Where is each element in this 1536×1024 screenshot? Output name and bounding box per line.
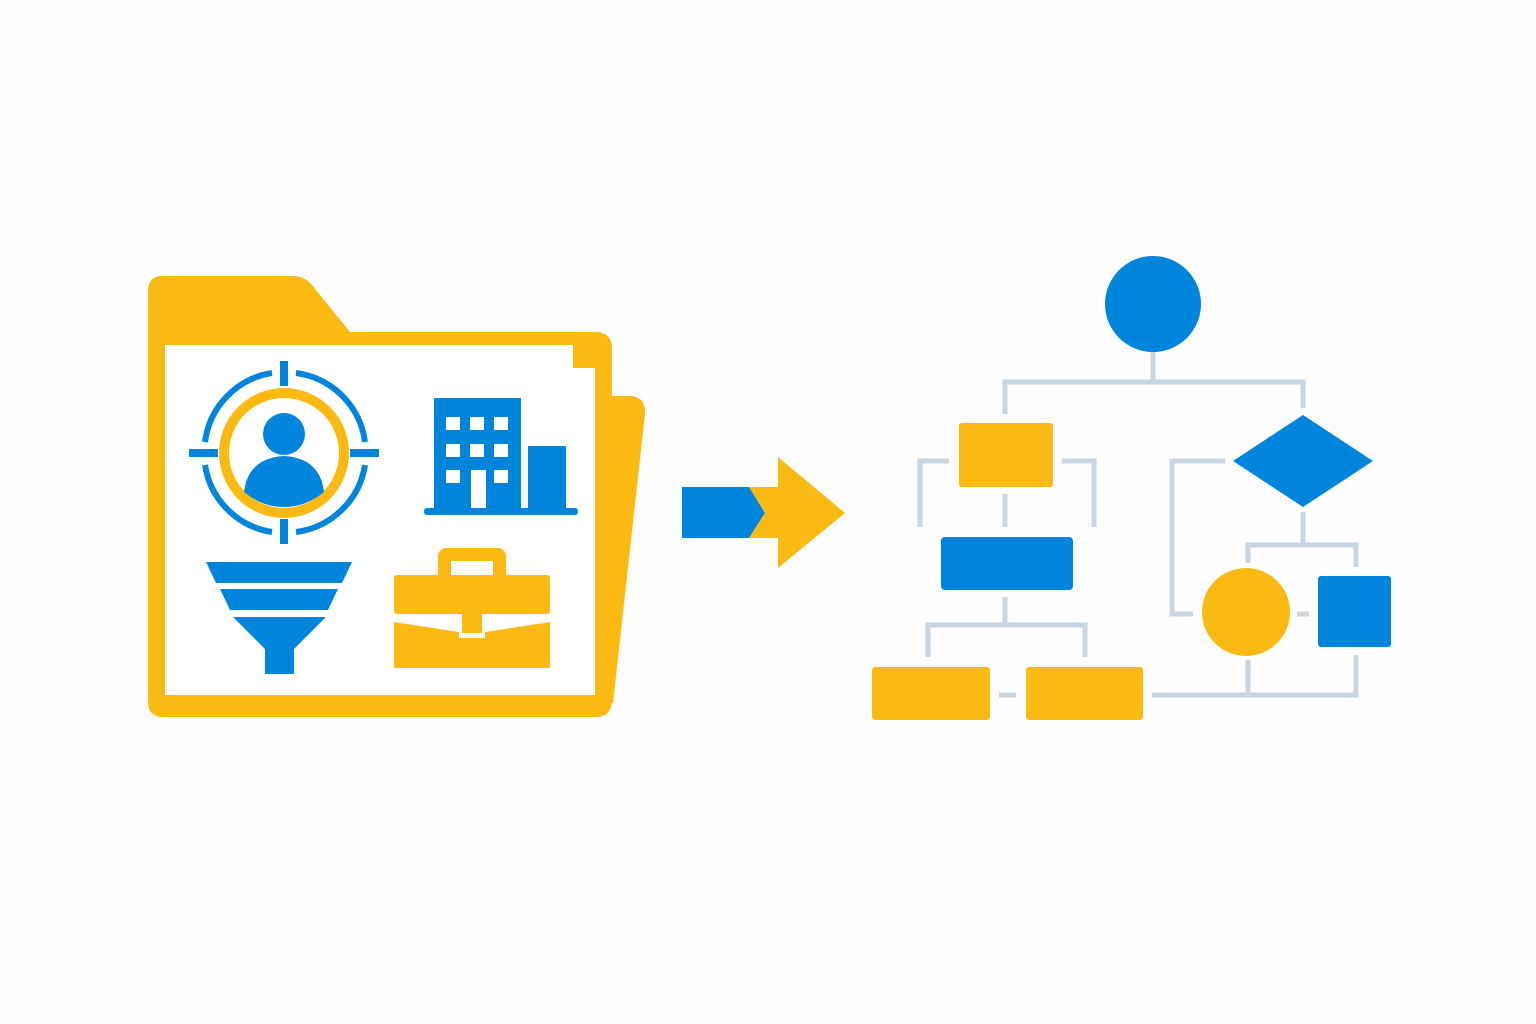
target-arc [295,464,368,535]
building-window [494,470,508,483]
building-window [494,417,508,430]
person-body [244,456,324,507]
flow-end-left [872,667,990,720]
arrow-tail [682,487,765,538]
building-window [494,444,508,457]
arrow-right-icon [682,457,845,568]
crosshair-left [189,449,218,457]
connector [1169,458,1225,617]
building-base [424,508,578,515]
connector [925,597,1088,657]
funnel-band-1 [206,562,352,583]
funnel-band-2 [220,589,338,610]
connector [917,458,949,527]
flow-process-blue [941,537,1073,590]
briefcase-icon [394,548,550,668]
flow-start-circle [1105,256,1201,352]
target-ring [219,388,349,518]
flow-end-right [1026,667,1143,720]
target-arc [295,370,368,443]
connector [1245,512,1359,567]
target-person-icon [189,361,379,544]
briefcase-clasp [462,613,482,633]
flow-square-blue [1318,576,1391,647]
briefcase-top [394,575,550,614]
funnel-cone [233,617,326,674]
crosshair-top [280,361,288,386]
connectors [917,352,1359,698]
flow-decision-diamond [1233,415,1373,507]
flowchart-icon [872,256,1391,720]
target-arc [202,464,273,535]
building-door [471,470,486,508]
briefcase-handle [438,548,506,575]
flow-circle-yellow [1202,568,1290,656]
building-window [446,417,460,430]
funnel-icon [206,562,352,674]
briefcase-bottom [394,622,550,668]
connector [1152,655,1359,698]
arrow-head [749,457,845,568]
building-icon [424,398,578,515]
crosshair-bottom [280,519,288,544]
building-window [470,444,484,457]
person-head [263,413,305,455]
building-window [470,417,484,430]
building-window [446,444,460,457]
building-annex [528,446,566,510]
connector [1062,458,1097,527]
flow-process-yellow [959,423,1053,487]
crosshair-right [350,449,379,457]
target-arc [202,370,273,443]
building-window [446,470,460,483]
connector [1002,352,1306,414]
